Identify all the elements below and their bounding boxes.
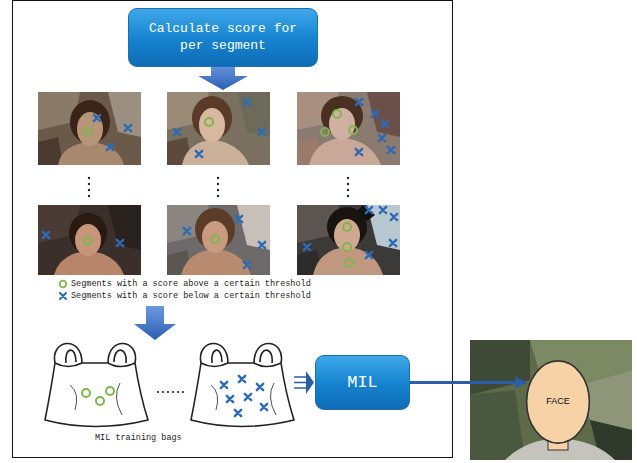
node-label: MIL (347, 372, 378, 393)
face-region: FACE (526, 360, 590, 444)
node-label: Calculate score for per segment (141, 21, 305, 54)
legend-swatch (58, 291, 68, 301)
down-arrow (134, 306, 176, 340)
down-arrow (198, 63, 248, 90)
legend-row: Segments with a score below a certain th… (58, 291, 311, 301)
segmented-image (167, 92, 270, 165)
training-bag (45, 343, 148, 426)
triple-arrow (294, 371, 314, 394)
segmented-image (167, 205, 270, 275)
legend-label: Segments with a score below a certain th… (71, 291, 311, 301)
node-label: FACE (546, 396, 570, 407)
frame (13, 1, 453, 458)
connector-arrow (410, 381, 526, 384)
legend-row: Segments with a score above a certain th… (58, 279, 311, 289)
segmented-image (297, 92, 400, 165)
caption-label: MIL training bags (95, 433, 182, 443)
output-image (470, 340, 632, 460)
segmented-image (38, 205, 141, 275)
legend-label: Segments with a score above a certain th… (71, 279, 311, 289)
process-box: Calculate score for per segment (128, 8, 318, 67)
training-bag (191, 343, 294, 426)
process-box: MIL (315, 355, 410, 410)
continuation-dots (88, 177, 349, 197)
legend-swatch (58, 279, 68, 289)
segmented-image (297, 205, 400, 275)
face-outline (527, 361, 590, 443)
continuation-dots (157, 391, 184, 393)
segmented-image (38, 92, 141, 165)
